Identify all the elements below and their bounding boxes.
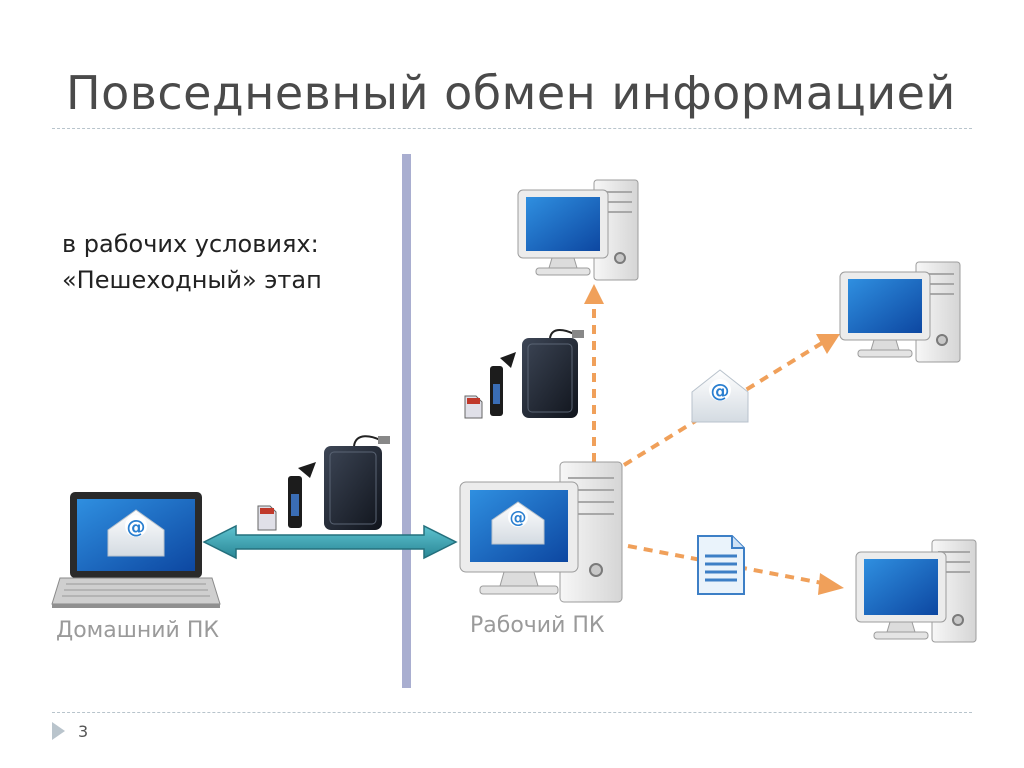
email-at-symbol-2: @ bbox=[510, 508, 527, 528]
arrow-to-top-pc bbox=[584, 284, 604, 462]
external-hdd-icon bbox=[324, 435, 390, 530]
subtitle-line-2: «Пешеходный» этап bbox=[62, 266, 322, 294]
top-pc-icon bbox=[517, 179, 639, 281]
email-envelope-icon: @ bbox=[107, 509, 165, 557]
subtitle: в рабочих условиях: «Пешеходный» этап bbox=[62, 226, 322, 298]
home-laptop-icon: @ bbox=[51, 492, 221, 608]
external-hdd-icon-2 bbox=[522, 329, 584, 418]
email-envelope-icon-2: @ bbox=[491, 501, 545, 545]
work-pc-icon: @ bbox=[459, 461, 623, 603]
email-at-symbol: @ bbox=[127, 516, 146, 538]
right-pc-icon bbox=[839, 261, 961, 363]
slide-title: Повседневный обмен информацией bbox=[66, 66, 956, 120]
bottom-pc-icon bbox=[855, 539, 977, 643]
title-divider bbox=[52, 128, 972, 129]
usb-flash-icon-2 bbox=[490, 352, 516, 416]
email-envelope-icon-3: @ bbox=[691, 369, 749, 423]
usb-flash-icon bbox=[288, 462, 316, 528]
vertical-divider bbox=[402, 154, 411, 688]
document-icon bbox=[697, 535, 745, 595]
email-at-symbol-3: @ bbox=[711, 380, 730, 402]
sync-arrow bbox=[202, 524, 458, 560]
footer-triangle-icon bbox=[52, 722, 65, 740]
page-number: 3 bbox=[78, 722, 89, 741]
work-pc-label: Рабочий ПК bbox=[470, 613, 605, 638]
home-pc-label: Домашний ПК bbox=[56, 618, 219, 643]
sd-card-icon-2 bbox=[464, 395, 483, 419]
sd-card-icon bbox=[257, 505, 277, 531]
subtitle-line-1: в рабочих условиях: bbox=[62, 230, 319, 258]
footer-divider bbox=[52, 712, 972, 713]
